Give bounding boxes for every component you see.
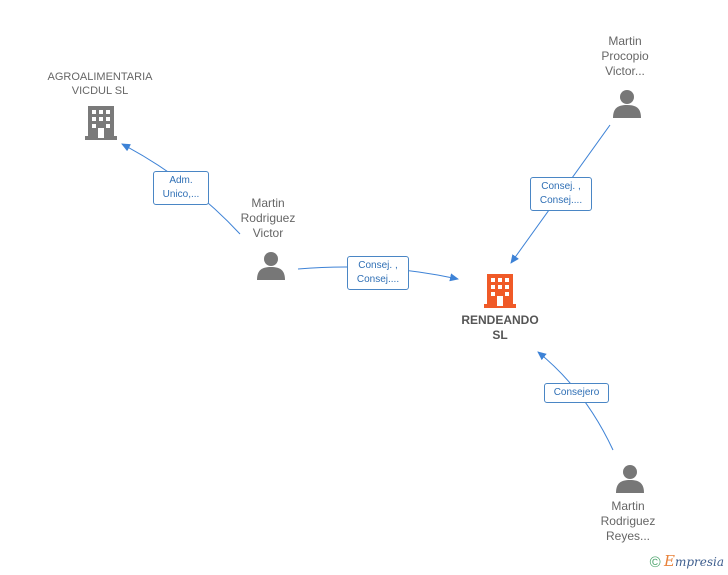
node-label: Martin Rodriguez Reyes... <box>600 499 656 543</box>
person-icon <box>616 465 644 493</box>
node-martin-rodriguez-reyes[interactable]: Martin Rodriguez Reyes... <box>583 499 673 544</box>
brand-initial: E <box>663 552 675 570</box>
node-label: RENDEANDO SL <box>461 313 539 342</box>
node-label: Martin Procopio Victor... <box>601 34 649 78</box>
node-martin-rodriguez-victor[interactable]: Martin Rodriguez Victor <box>223 196 313 241</box>
edge-label-consej-procopio[interactable]: Consej. , Consej.... <box>530 177 592 211</box>
edge-label-consejero[interactable]: Consejero <box>544 383 609 403</box>
copyright-symbol: © <box>649 554 661 571</box>
edge-label-adm-unico[interactable]: Adm. Unico,... <box>153 171 209 205</box>
person-icon <box>613 90 641 118</box>
node-rendeando-sl[interactable]: RENDEANDO SL <box>448 313 552 343</box>
empresia-logo: © Empresia <box>650 552 724 571</box>
person-icon <box>257 252 285 280</box>
edge-label-consej-victor[interactable]: Consej. , Consej.... <box>347 256 409 290</box>
node-martin-procopio-victor[interactable]: Martin Procopio Victor... <box>580 34 670 79</box>
building-icon-highlighted <box>484 274 516 308</box>
node-label: AGROALIMENTARIA VICDUL SL <box>47 71 153 97</box>
building-icon <box>85 106 117 140</box>
brand-name: mpresia <box>674 555 724 569</box>
node-label: Martin Rodriguez Victor <box>240 196 296 240</box>
node-agroalimentaria-vicdul[interactable]: AGROALIMENTARIA VICDUL SL <box>30 70 170 98</box>
